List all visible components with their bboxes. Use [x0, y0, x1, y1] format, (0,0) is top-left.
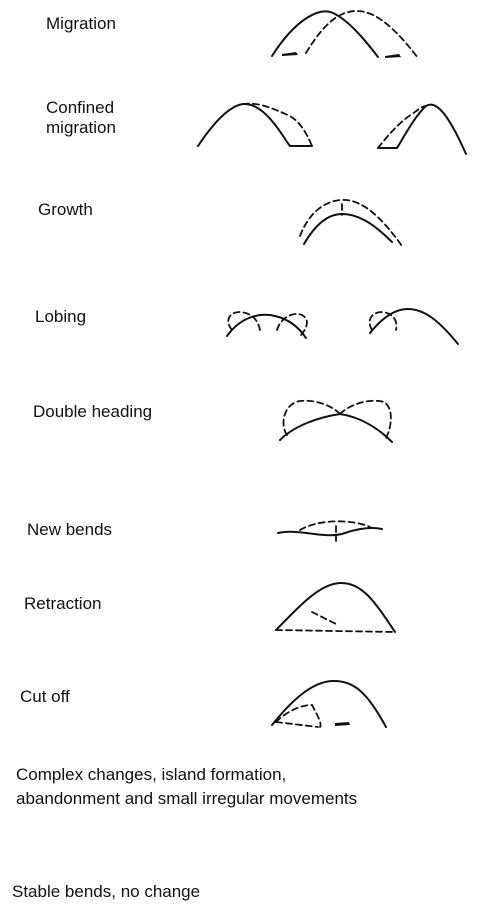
label-new-bends: New bends	[27, 520, 113, 539]
label-growth: Growth	[38, 200, 93, 219]
growth-figure	[299, 199, 403, 247]
confined-migration-figure-left	[197, 102, 313, 147]
note-complex-changes: Complex changes, island formation, aband…	[16, 765, 358, 808]
label-lobing: Lobing	[35, 307, 87, 326]
new-bends-figure	[277, 520, 383, 542]
label-migration: Migration	[46, 14, 116, 33]
label-retraction: Retraction	[24, 594, 102, 613]
lobing-figure-left	[226, 311, 308, 339]
label-confined-migration: Confined migration	[46, 98, 116, 137]
confined-migration-figure-right	[377, 103, 467, 155]
cut-off-figure	[271, 679, 387, 728]
label-cut-off: Cut off	[20, 687, 70, 706]
label-double-heading: Double heading	[33, 402, 153, 421]
lobing-figure-right	[368, 308, 459, 345]
migration-figure	[271, 10, 419, 59]
note-stable-bends: Stable bends, no change	[12, 882, 201, 901]
double-heading-figure	[279, 399, 393, 443]
retraction-figure	[275, 581, 396, 633]
